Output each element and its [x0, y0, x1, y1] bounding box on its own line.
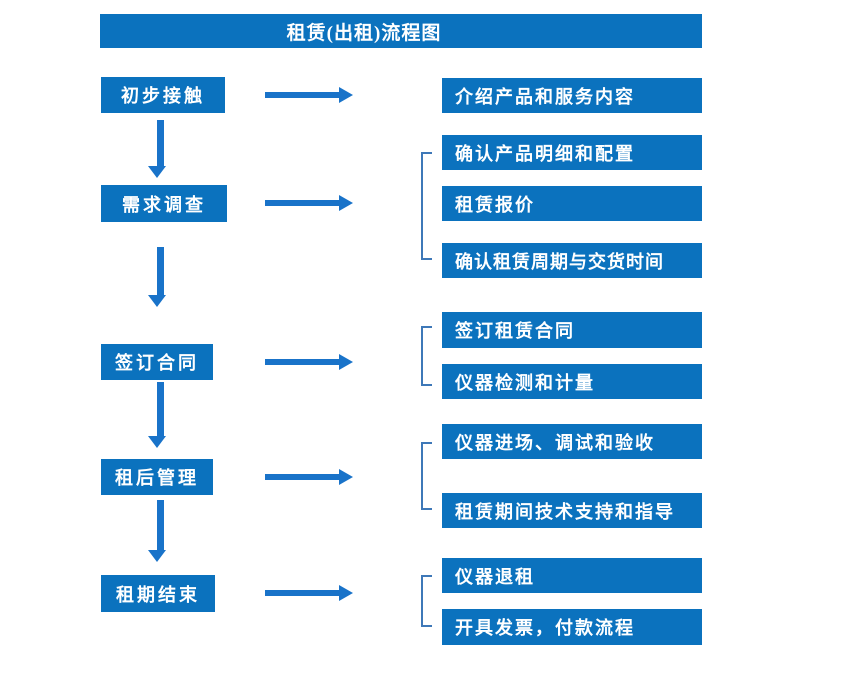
detail-box-9: 仪器退租 — [442, 558, 702, 593]
page-title: 租赁(出租)流程图 — [286, 22, 442, 44]
detail-box-8: 租赁期间技术支持和指导 — [442, 493, 702, 528]
arrow-down-icon — [148, 382, 166, 448]
arrow-right-icon — [265, 354, 353, 370]
step-rental-end: 租期结束 — [101, 575, 215, 612]
step-sign-contract: 签订合同 — [101, 344, 213, 380]
step-initial-contact: 初步接触 — [101, 77, 225, 113]
arrow-right-icon — [265, 195, 353, 211]
detail-box-6: 仪器检测和计量 — [442, 364, 702, 399]
detail-box-5: 签订租赁合同 — [442, 312, 702, 348]
arrow-down-icon — [148, 120, 166, 178]
detail-box-4: 确认租赁周期与交货时间 — [442, 243, 702, 278]
detail-box-2: 确认产品明细和配置 — [442, 135, 702, 170]
arrow-down-icon — [148, 247, 166, 307]
detail-box-1: 介绍产品和服务内容 — [442, 78, 702, 113]
arrow-down-icon — [148, 500, 166, 562]
group-bracket — [421, 152, 432, 260]
arrow-right-icon — [265, 87, 353, 103]
title-bar: 租赁(出租)流程图 — [100, 14, 702, 48]
step-demand-survey: 需求调查 — [101, 185, 227, 222]
detail-box-3: 租赁报价 — [442, 186, 702, 221]
step-post-rental-management: 租后管理 — [101, 459, 213, 495]
detail-box-10: 开具发票，付款流程 — [442, 609, 702, 645]
detail-box-7: 仪器进场、调试和验收 — [442, 424, 702, 459]
group-bracket — [421, 326, 432, 386]
group-bracket — [421, 575, 432, 627]
arrow-right-icon — [265, 585, 353, 601]
arrow-right-icon — [265, 469, 353, 485]
group-bracket — [421, 442, 432, 510]
